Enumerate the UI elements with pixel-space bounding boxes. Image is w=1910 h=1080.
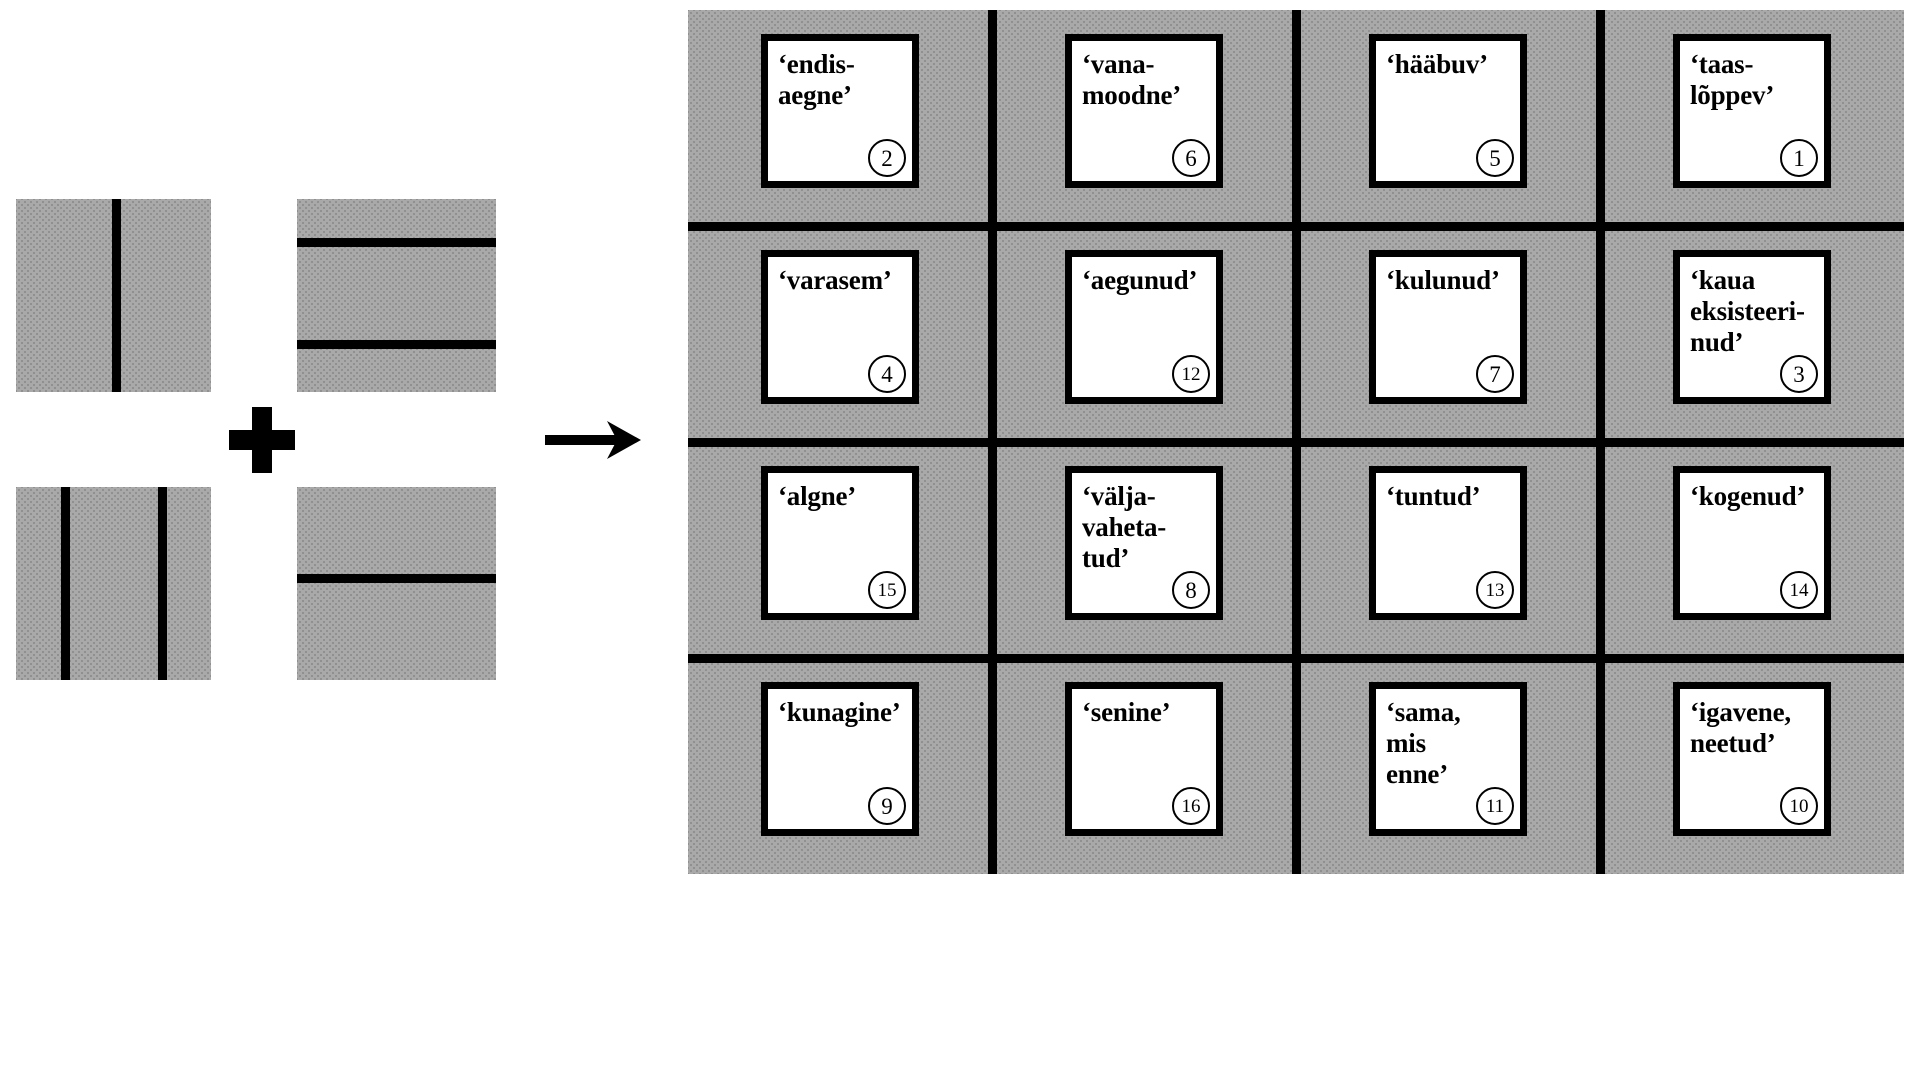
concept-card-number-badge: 12 [1172,355,1210,393]
concept-card[interactable]: ‘igavene, neetud’ 10 [1673,682,1831,836]
grid-cell: ‘senine’ 16 [992,658,1296,874]
plus-vertical-stroke [252,407,272,473]
concept-card-label: ‘hääbuv’ [1386,49,1488,79]
concept-card-number-badge: 3 [1780,355,1818,393]
concept-card-label: ‘varasem’ [778,265,892,295]
concept-card[interactable]: ‘sama, mis enne’ 11 [1369,682,1527,836]
grid-cell: ‘algne’ 15 [688,442,992,658]
grid-cell: ‘kaua eksisteeri- nud’3 [1600,226,1904,442]
vertical-line-right [158,487,168,680]
concept-card-label: ‘tuntud’ [1386,481,1481,511]
operand-panel [0,0,660,1080]
grid-cell: ‘vana- moodne’ 6 [992,10,1296,226]
concept-card-label: ‘algne’ [778,481,857,511]
concept-card[interactable]: ‘tuntud’ 13 [1369,466,1527,620]
concept-card-label: ‘igavene, neetud’ [1690,697,1791,758]
concept-card-label: ‘senine’ [1082,697,1171,727]
concept-card-number-badge: 4 [868,355,906,393]
result-grid-panel: ‘endis- aegne’2‘vana- moodne’6‘hääbuv’5‘… [688,10,1904,874]
concept-card[interactable]: ‘kulunud’ 7 [1369,250,1527,404]
concept-card[interactable]: ‘aegunud’ 12 [1065,250,1223,404]
concept-card-number-badge: 6 [1172,139,1210,177]
horizontal-line-lower [297,339,496,349]
grid-cell: ‘välja- vaheta- tud’8 [992,442,1296,658]
grid-cell: ‘kulunud’ 7 [1296,226,1600,442]
horizontal-line [297,573,496,583]
concept-card[interactable]: ‘kunagine’ 9 [761,682,919,836]
concept-card-number-badge: 2 [868,139,906,177]
grid-cell: ‘hääbuv’ 5 [1296,10,1600,226]
right-arrow-icon [545,415,643,465]
plus-operator-icon [229,407,295,473]
concept-card-label: ‘vana- moodne’ [1082,49,1182,110]
concept-card-number-badge: 9 [868,787,906,825]
grid-separator-horizontal-3 [688,653,1904,663]
concept-card-number-badge: 5 [1476,139,1514,177]
concept-card[interactable]: ‘kaua eksisteeri- nud’3 [1673,250,1831,404]
concept-card-label: ‘aegunud’ [1082,265,1198,295]
grid-cell: ‘endis- aegne’ 2 [688,10,992,226]
concept-card[interactable]: ‘algne’ 15 [761,466,919,620]
result-grid: ‘endis- aegne’2‘vana- moodne’6‘hääbuv’5‘… [688,10,1904,874]
concept-card-number-badge: 16 [1172,787,1210,825]
concept-card-number-badge: 1 [1780,139,1818,177]
concept-card-label: ‘kunagine’ [778,697,901,727]
grid-cell: ‘sama, mis enne’ 11 [1296,658,1600,874]
concept-card-number-badge: 13 [1476,571,1514,609]
concept-card[interactable]: ‘kogenud’ 14 [1673,466,1831,620]
vertical-line-left [60,487,70,680]
concept-card-label: ‘endis- aegne’ [778,49,855,110]
grid-cell: ‘aegunud’ 12 [992,226,1296,442]
concept-card-number-badge: 14 [1780,571,1818,609]
operand-tile-top-left [16,199,211,392]
concept-card-number-badge: 11 [1476,787,1514,825]
operand-tile-top-right [297,199,496,392]
grid-cell: ‘tuntud’ 13 [1296,442,1600,658]
concept-card-number-badge: 8 [1172,571,1210,609]
concept-card[interactable]: ‘vana- moodne’ 6 [1065,34,1223,188]
concept-card[interactable]: ‘välja- vaheta- tud’8 [1065,466,1223,620]
grid-separator-horizontal-2 [688,437,1904,447]
concept-card-label: ‘välja- vaheta- tud’ [1082,481,1167,573]
concept-card-number-badge: 7 [1476,355,1514,393]
operand-tile-bottom-left [16,487,211,680]
concept-card-label: ‘kulunud’ [1386,265,1500,295]
grid-cell: ‘taas- lõppev’1 [1600,10,1904,226]
horizontal-line-upper [297,237,496,247]
concept-card[interactable]: ‘varasem’ 4 [761,250,919,404]
grid-cell: ‘kogenud’ 14 [1600,442,1904,658]
grid-cell: ‘varasem’ 4 [688,226,992,442]
concept-card-label: ‘taas- lõppev’ [1690,49,1775,110]
grid-cell: ‘igavene, neetud’ 10 [1600,658,1904,874]
concept-card-label: ‘kaua eksisteeri- nud’ [1690,265,1805,357]
grid-cell: ‘kunagine’ 9 [688,658,992,874]
concept-card[interactable]: ‘hääbuv’ 5 [1369,34,1527,188]
concept-card-label: ‘sama, mis enne’ [1386,697,1461,789]
concept-card[interactable]: ‘senine’ 16 [1065,682,1223,836]
concept-card-number-badge: 15 [868,571,906,609]
concept-card[interactable]: ‘taas- lõppev’1 [1673,34,1831,188]
vertical-line [111,199,121,392]
concept-card-number-badge: 10 [1780,787,1818,825]
operand-tile-bottom-right [297,487,496,680]
grid-separator-horizontal-1 [688,221,1904,231]
concept-card-label: ‘kogenud’ [1690,481,1806,511]
concept-card[interactable]: ‘endis- aegne’ 2 [761,34,919,188]
